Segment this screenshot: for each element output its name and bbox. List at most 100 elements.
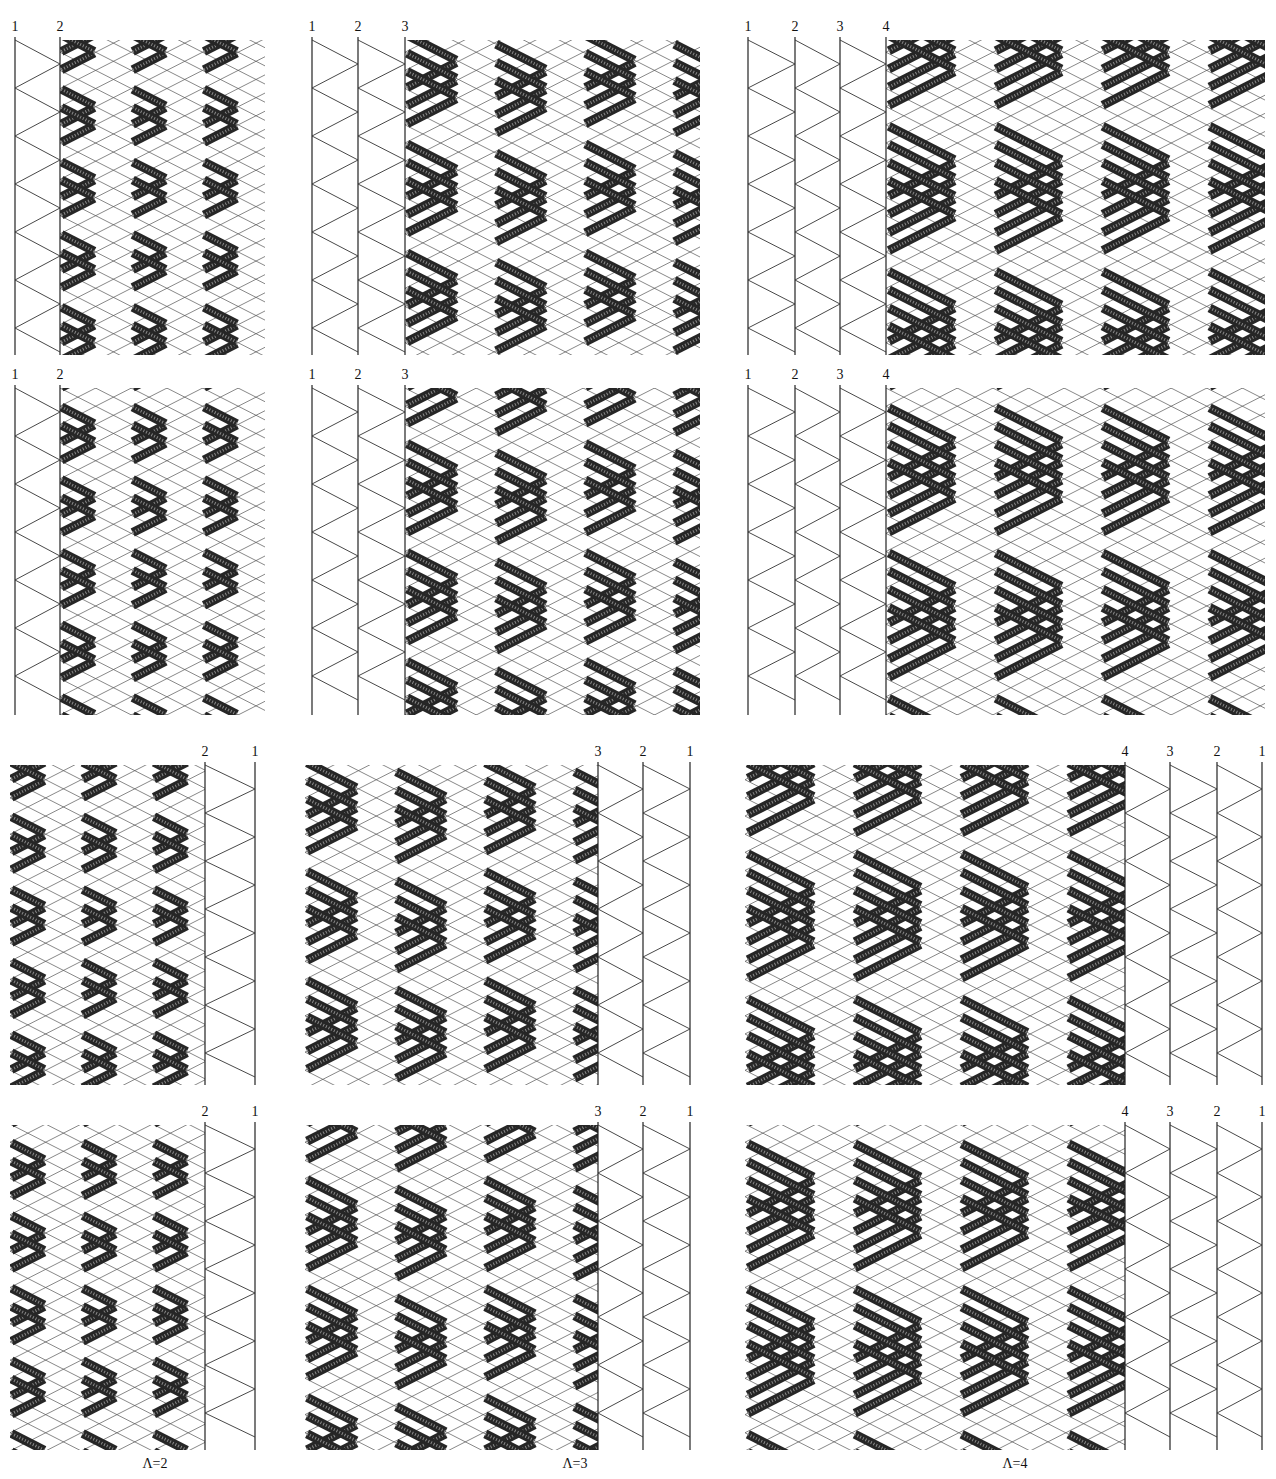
thread-line [886,40,1189,352]
float-bar-texture [889,644,955,677]
thread-line [405,40,700,225]
float-bar [204,253,237,270]
thread-line [60,40,265,355]
float-bar-texture [11,835,44,852]
thread-line [405,40,583,288]
thread-line [60,40,265,270]
thread-line [405,40,700,355]
float-bar-texture [83,765,116,779]
float-bar [996,444,1062,477]
thread-line [405,40,700,355]
thread-line [405,152,700,355]
float-bar [204,107,237,124]
float-bar-texture [889,462,955,495]
thread-line [886,40,1265,270]
float-bar-texture [204,271,237,288]
float-bar-texture [889,217,955,250]
float-bar [889,426,955,459]
thread-line [10,765,205,1070]
float-bar-texture [61,516,94,533]
float-bar [61,443,94,460]
float-bar [154,1053,187,1070]
float-bar [83,1053,116,1070]
thread-line [60,388,265,715]
float-bar-texture [61,253,94,270]
float-bar-texture [889,444,955,477]
zigzag-line [748,40,795,352]
float-bar-texture [204,325,237,342]
thread-line [886,98,1265,355]
thread-line [886,143,1265,355]
thread-line [10,807,205,1085]
guide-line [14,385,15,715]
float-bar-texture [889,181,955,214]
float-bar-texture [11,780,44,797]
thread-line [60,443,265,715]
thread-line [405,40,458,225]
float-bar-texture [674,689,700,714]
thread-line [405,40,700,343]
thread-line [886,40,1265,355]
thread-line [60,388,265,715]
float-bar-texture [496,153,545,178]
float-bar-texture [889,308,955,341]
thread-line [886,40,1265,355]
float-bar [674,707,700,715]
float-bar-texture [61,498,94,515]
thread-line [10,780,205,1085]
thread-line [886,40,1265,355]
float-bar [1103,462,1169,495]
thread-line [886,388,1265,715]
thread-line [60,52,265,355]
float-bar-texture [674,453,700,478]
thread-line [60,40,265,355]
float-bar [996,626,1062,659]
float-bar [674,280,700,305]
thread-line [886,388,1265,670]
thread-line [60,40,265,306]
thread-line [886,388,1225,715]
thread-line [10,798,205,1085]
float-bar [61,198,94,215]
float-bar-texture [204,198,237,215]
thread-line [405,40,700,355]
thread-line [405,461,700,715]
float-bar-texture [11,908,44,925]
thread-line [60,388,265,588]
float-bar-texture [11,980,44,997]
thread-line [405,388,548,624]
float-bar-texture [496,44,545,69]
thread-line [60,40,265,207]
float-bar-texture [1103,40,1169,51]
thread-line [405,388,458,579]
thread-line [405,52,690,355]
thread-line [405,388,700,715]
thread-line [305,898,598,1085]
thread-line [305,765,554,1052]
float-bar-texture [133,625,166,642]
thread-line [886,388,1265,715]
thread-line [886,40,1265,355]
float-bar-texture [61,643,94,660]
thread-line [886,388,1265,715]
thread-line [60,388,265,715]
thread-line [305,798,598,1085]
float-bar-texture [889,498,955,531]
thread-line [305,807,537,1085]
float-bar-texture [154,998,187,1015]
float-bar [674,671,700,696]
float-bar [61,344,94,355]
float-bar [154,1053,187,1070]
thread-line [60,98,256,355]
thread-line [60,198,265,356]
float-bar-texture [996,126,1062,159]
thread-line [886,388,1265,715]
float-bar [1103,698,1169,715]
thread-line [405,388,700,715]
thread-line [60,40,265,355]
thread-line [886,40,1265,355]
thread-line [886,388,1135,679]
thread-line [60,40,113,225]
thread-line [60,40,265,316]
thread-line [886,40,1265,355]
